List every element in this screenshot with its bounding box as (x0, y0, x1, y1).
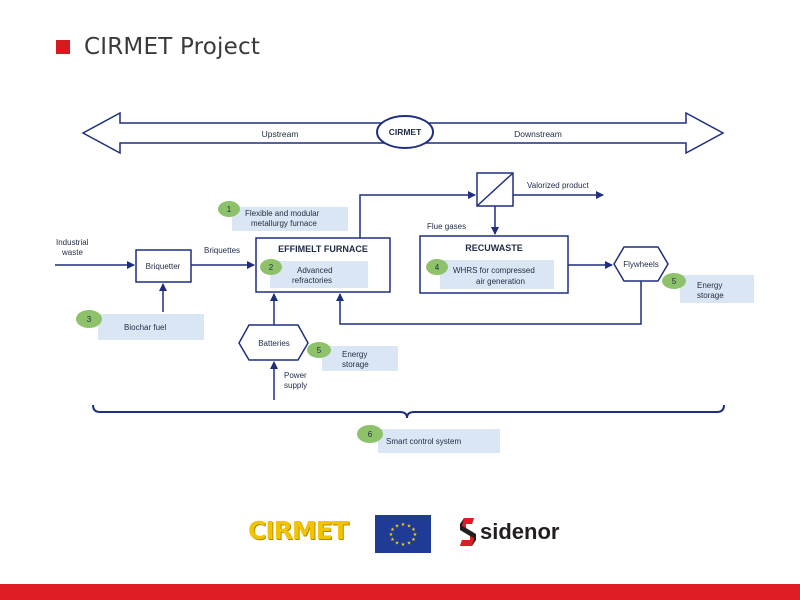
label-4-line2: air generation (476, 277, 525, 286)
svg-text:★: ★ (407, 524, 412, 530)
label-circle-5a (662, 273, 686, 289)
svg-text:★: ★ (401, 542, 406, 548)
flywheels-return-line (336, 281, 642, 325)
furnace-to-converter-line (359, 191, 476, 238)
label-2-line1: Advanced (297, 266, 333, 275)
label-circle-2 (260, 259, 282, 275)
flue-gases-label: Flue gases (427, 222, 466, 231)
svg-text:★: ★ (401, 522, 406, 528)
label-circle-4 (426, 259, 448, 275)
slide-title: CIRMET Project (56, 34, 260, 60)
label-box-4 (440, 260, 554, 289)
label-num-1: 1 (227, 205, 232, 214)
label-1-line1: Flexible and modular (245, 209, 320, 218)
svg-text:★: ★ (390, 527, 395, 533)
cirmet-center-label: CIRMET (389, 127, 422, 137)
batteries-label: Batteries (258, 339, 290, 348)
flywheels-label: Flywheels (623, 260, 659, 269)
sidenor-wordmark: sidenor (480, 519, 560, 544)
briquetter-label: Briquetter (146, 262, 181, 271)
svg-text:★: ★ (390, 537, 395, 543)
svg-text:★: ★ (395, 524, 400, 530)
briquetter-box (135, 249, 192, 283)
logo-strip: CIRMET ★ ★ ★ ★ ★ ★ ★ ★ ★ ★ ★ ★ siden (0, 512, 800, 557)
briquettes-label: Briquettes (204, 246, 240, 255)
svg-text:★: ★ (413, 532, 418, 538)
downstream-label: Downstream (514, 129, 562, 139)
label-circle-3 (76, 310, 102, 328)
label-num-4: 4 (435, 263, 440, 272)
power-supply-label-1: Power (284, 371, 307, 380)
label-5b-line1: Energy (342, 350, 367, 359)
label-num-5b: 5 (317, 346, 322, 355)
label-3-line1: Biochar fuel (124, 323, 166, 332)
valorized-product-label: Valorized product (527, 181, 589, 190)
label-num-2: 2 (269, 263, 274, 272)
label-box-1 (232, 207, 348, 231)
label-4-line1: WHRS for compressed (453, 266, 535, 275)
upstream-label: Upstream (262, 129, 299, 139)
label-6-line1: Smart control system (386, 437, 461, 446)
label-5a-line2: storage (697, 291, 724, 300)
label-circle-5b (307, 342, 331, 358)
label-circle-1 (218, 201, 240, 217)
svg-text:★: ★ (407, 541, 412, 547)
svg-text:★: ★ (411, 527, 416, 533)
effimelt-furnace-label: EFFIMELT FURNACE (278, 244, 368, 254)
label-box-3 (98, 314, 204, 340)
label-num-6: 6 (368, 430, 373, 439)
label-box-5a (680, 275, 754, 303)
sidenor-s-icon (460, 518, 476, 546)
flywheels-hexagon (613, 246, 669, 282)
slide-title-text: CIRMET Project (84, 34, 261, 60)
label-1-line2: metallurgy furnace (251, 219, 317, 228)
converter-diagonal (476, 172, 514, 207)
process-diagram: Upstream Downstream CIRMET Industrial wa… (55, 111, 754, 453)
label-box-2 (270, 261, 368, 288)
label-5b-line2: storage (342, 360, 369, 369)
cirmet-logo: CIRMET (248, 516, 349, 545)
label-circle-6 (357, 425, 383, 443)
label-num-5a: 5 (672, 277, 677, 286)
label-box-5b (322, 346, 398, 371)
recuwaste-label: RECUWASTE (465, 243, 523, 253)
batteries-hexagon (238, 324, 309, 361)
bottom-red-bar (0, 584, 800, 600)
svg-text:★: ★ (411, 537, 416, 543)
smart-control-brace (92, 404, 725, 419)
industrial-waste-label-1: Industrial (56, 238, 89, 247)
title-bullet-square (56, 40, 70, 54)
label-2-line2: refractories (292, 276, 332, 285)
industrial-waste-label-2: waste (61, 248, 83, 257)
eu-flag-icon: ★ ★ ★ ★ ★ ★ ★ ★ ★ ★ ★ ★ (375, 515, 431, 553)
label-5a-line1: Energy (697, 281, 722, 290)
cirmet-ellipse (376, 115, 434, 149)
power-supply-label-2: supply (284, 381, 307, 390)
svg-text:★: ★ (395, 541, 400, 547)
label-box-6 (378, 429, 500, 453)
svg-text:★: ★ (389, 532, 394, 538)
label-num-3: 3 (87, 315, 92, 324)
sidenor-logo: sidenor (458, 516, 559, 548)
